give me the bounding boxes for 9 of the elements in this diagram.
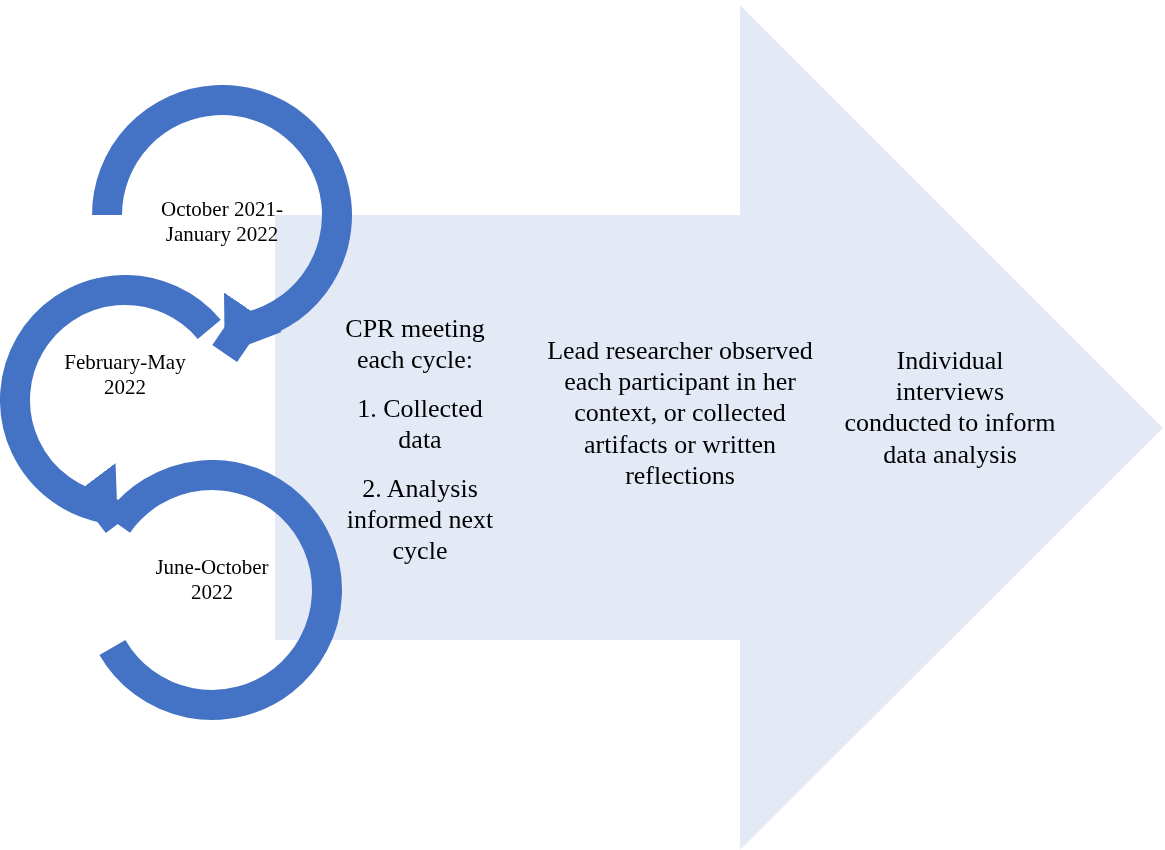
date-range-text: June-October 2022	[154, 555, 270, 606]
step-text: 1. Collected data	[356, 393, 484, 456]
step-text: Individual interviews conducted to inform data analysis	[843, 345, 1057, 470]
arrow	[212, 292, 282, 362]
step-text: Lead researcher observed each participant in her context, or collected artifacts or written reflections	[546, 335, 814, 491]
step-text: 2. Analysis informed next cycle	[345, 473, 495, 567]
date-range-text: October 2021-January 2022	[160, 197, 284, 248]
step-text: CPR meeting each cycle:	[344, 313, 486, 376]
date-range-text: February-May 2022	[63, 350, 187, 401]
